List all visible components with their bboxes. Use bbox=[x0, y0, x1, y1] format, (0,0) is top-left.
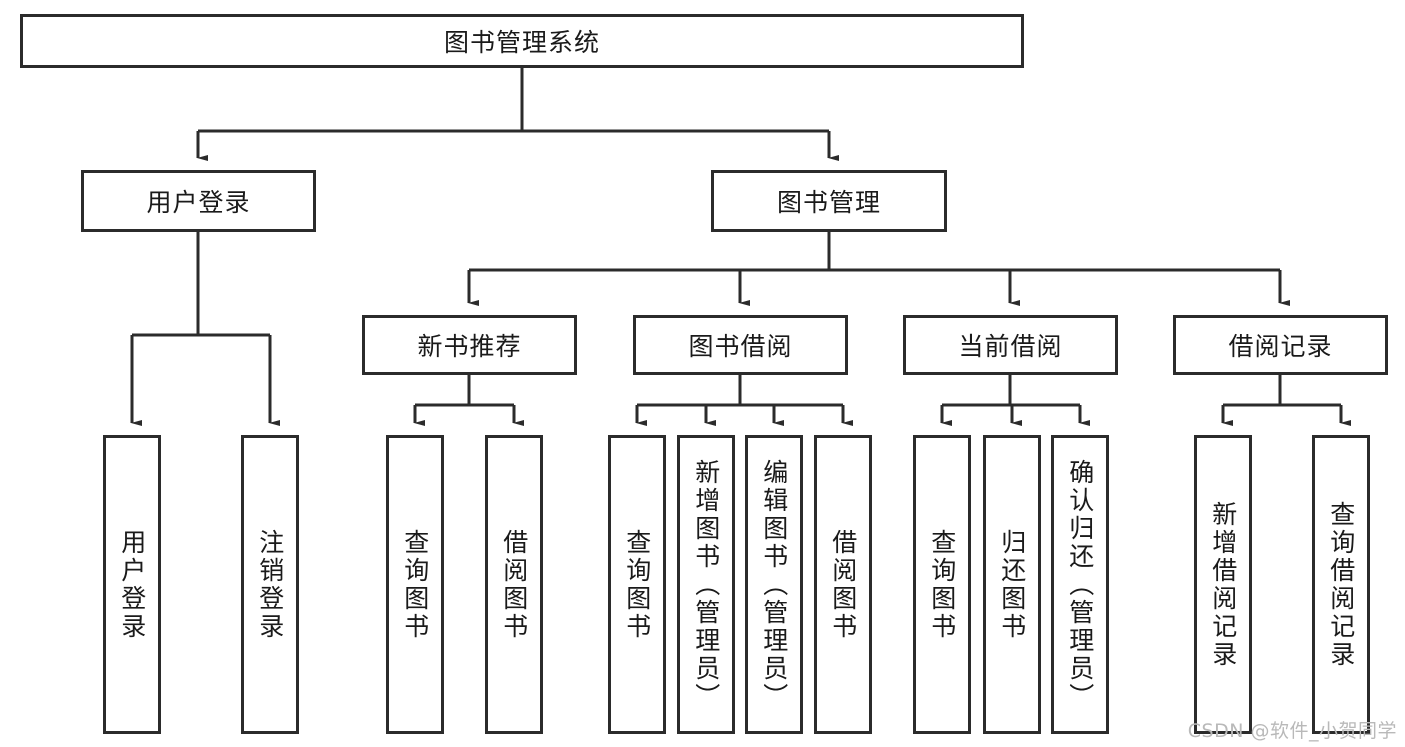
leaf-add-borrow-record-label: 新增借阅记录 bbox=[1208, 500, 1238, 669]
leaf-confirm-return-admin[interactable]: 确认归还（管理员） bbox=[1051, 435, 1109, 734]
node-book-borrow[interactable]: 图书借阅 bbox=[633, 315, 848, 375]
node-book-manage-label: 图书管理 bbox=[776, 188, 881, 217]
leaf-add-book-admin[interactable]: 新增图书（管理员） bbox=[677, 435, 735, 734]
leaf-borrow-book-label: 借阅图书 bbox=[828, 528, 858, 641]
leaf-confirm-return-admin-label: 确认归还（管理员） bbox=[1065, 458, 1095, 711]
leaf-add-book-admin-label: 新增图书（管理员） bbox=[691, 458, 721, 711]
node-current-borrow[interactable]: 当前借阅 bbox=[903, 315, 1118, 375]
node-book-borrow-label: 图书借阅 bbox=[688, 332, 793, 361]
node-book-manage[interactable]: 图书管理 bbox=[711, 170, 947, 232]
node-borrow-record[interactable]: 借阅记录 bbox=[1173, 315, 1388, 375]
leaf-logout[interactable]: 注销登录 bbox=[241, 435, 299, 734]
leaf-return-book-label: 归还图书 bbox=[997, 528, 1027, 641]
leaf-user-login[interactable]: 用户登录 bbox=[103, 435, 161, 734]
leaf-edit-book-admin[interactable]: 编辑图书（管理员） bbox=[745, 435, 803, 734]
node-root[interactable]: 图书管理系统 bbox=[20, 14, 1024, 68]
csdn-watermark: CSDN @软件_小贺同学 bbox=[1187, 720, 1397, 742]
leaf-add-borrow-record[interactable]: 新增借阅记录 bbox=[1194, 435, 1252, 734]
leaf-logout-label: 注销登录 bbox=[255, 528, 285, 641]
node-new-book-recommend-label: 新书推荐 bbox=[417, 332, 522, 361]
leaf-query-book-recommend[interactable]: 查询图书 bbox=[386, 435, 444, 734]
node-current-borrow-label: 当前借阅 bbox=[958, 332, 1063, 361]
leaf-query-borrow-record-label: 查询借阅记录 bbox=[1326, 500, 1356, 669]
leaf-query-book-current-label: 查询图书 bbox=[927, 528, 957, 641]
leaf-query-borrow-record[interactable]: 查询借阅记录 bbox=[1312, 435, 1370, 734]
leaf-borrow-book-recommend[interactable]: 借阅图书 bbox=[485, 435, 543, 734]
leaf-borrow-book[interactable]: 借阅图书 bbox=[814, 435, 872, 734]
leaf-query-book-current[interactable]: 查询图书 bbox=[913, 435, 971, 734]
node-user-login-label: 用户登录 bbox=[146, 188, 251, 217]
leaf-query-book-borrow-label: 查询图书 bbox=[622, 528, 652, 641]
leaf-query-book-recommend-label: 查询图书 bbox=[400, 528, 430, 641]
node-user-login[interactable]: 用户登录 bbox=[81, 170, 316, 232]
node-root-label: 图书管理系统 bbox=[443, 28, 600, 57]
leaf-borrow-book-recommend-label: 借阅图书 bbox=[499, 528, 529, 641]
leaf-user-login-label: 用户登录 bbox=[117, 528, 147, 641]
leaf-query-book-borrow[interactable]: 查询图书 bbox=[608, 435, 666, 734]
node-borrow-record-label: 借阅记录 bbox=[1228, 332, 1333, 361]
node-new-book-recommend[interactable]: 新书推荐 bbox=[362, 315, 577, 375]
leaf-edit-book-admin-label: 编辑图书（管理员） bbox=[759, 458, 789, 711]
leaf-return-book[interactable]: 归还图书 bbox=[983, 435, 1041, 734]
